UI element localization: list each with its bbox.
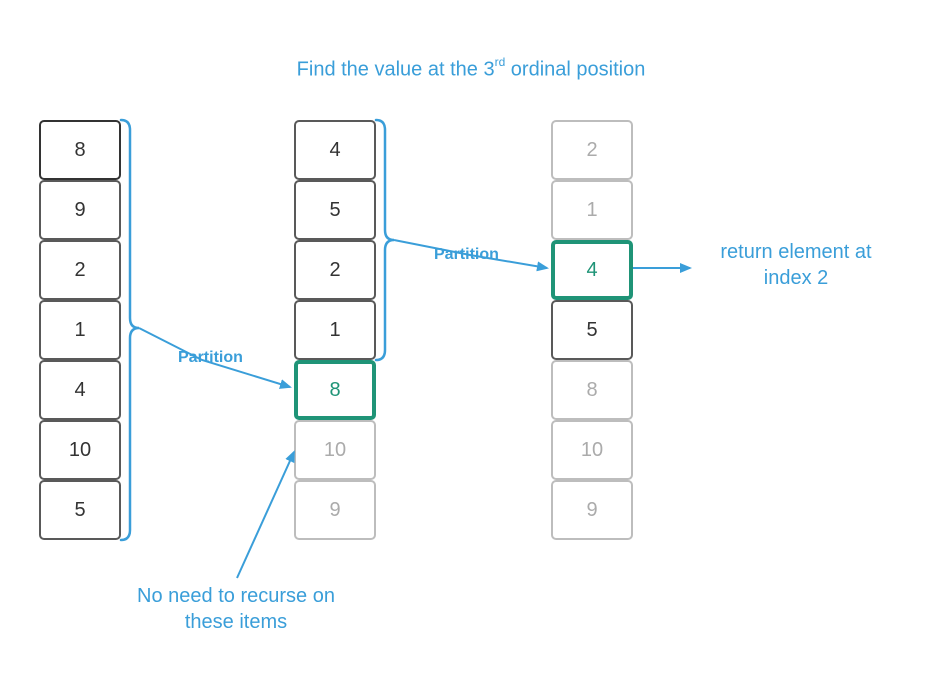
array-cell: 1 bbox=[551, 180, 633, 240]
array-cell: 10 bbox=[551, 420, 633, 480]
no-recurse-label-line-2: these items bbox=[184, 611, 288, 633]
no-recurse-label: No need to recurse on these items bbox=[111, 583, 361, 635]
no-recurse-label-line-1: No need to recurse on bbox=[137, 585, 335, 607]
array-cell: 8 bbox=[294, 360, 376, 420]
return-label-line-2: index 2 bbox=[763, 267, 829, 289]
array-cell: 1 bbox=[294, 300, 376, 360]
brace-2 bbox=[374, 118, 395, 362]
brace-1 bbox=[119, 118, 140, 542]
array-cell: 4 bbox=[294, 120, 376, 180]
no-recurse-arrow bbox=[236, 450, 295, 579]
partition-arrow-1 bbox=[138, 327, 292, 389]
array-cell: 9 bbox=[551, 480, 633, 540]
array-cell: 1 bbox=[39, 300, 121, 360]
array-cell: 2 bbox=[551, 120, 633, 180]
array-cell: 2 bbox=[294, 240, 376, 300]
partition-label-2: Partition bbox=[434, 246, 499, 263]
array-cell: 4 bbox=[551, 240, 633, 300]
return-label-line-1: return element at bbox=[720, 241, 872, 263]
array-cell: 9 bbox=[39, 180, 121, 240]
array-column-1: 8 9 2 1 4 10 5 bbox=[39, 120, 121, 540]
title-superscript: rd bbox=[494, 55, 506, 69]
array-cell: 8 bbox=[39, 120, 121, 180]
array-cell: 8 bbox=[551, 360, 633, 420]
array-column-3: 2 1 4 5 8 10 9 bbox=[551, 120, 633, 540]
partition-label-1: Partition bbox=[178, 349, 243, 366]
partition-arrow-2 bbox=[393, 239, 549, 272]
title-prefix: Find the value at the 3 bbox=[296, 58, 495, 81]
array-column-2: 4 5 2 1 8 10 9 bbox=[294, 120, 376, 540]
array-cell: 5 bbox=[39, 480, 121, 540]
array-cell: 9 bbox=[294, 480, 376, 540]
array-cell: 10 bbox=[294, 420, 376, 480]
array-cell: 4 bbox=[39, 360, 121, 420]
title-suffix: ordinal position bbox=[505, 58, 646, 81]
diagram-title: Find the value at the 3rd ordinal positi… bbox=[0, 55, 942, 82]
array-cell: 2 bbox=[39, 240, 121, 300]
array-cell: 5 bbox=[551, 300, 633, 360]
array-cell: 5 bbox=[294, 180, 376, 240]
return-label: return element at index 2 bbox=[696, 239, 896, 291]
array-cell: 10 bbox=[39, 420, 121, 480]
